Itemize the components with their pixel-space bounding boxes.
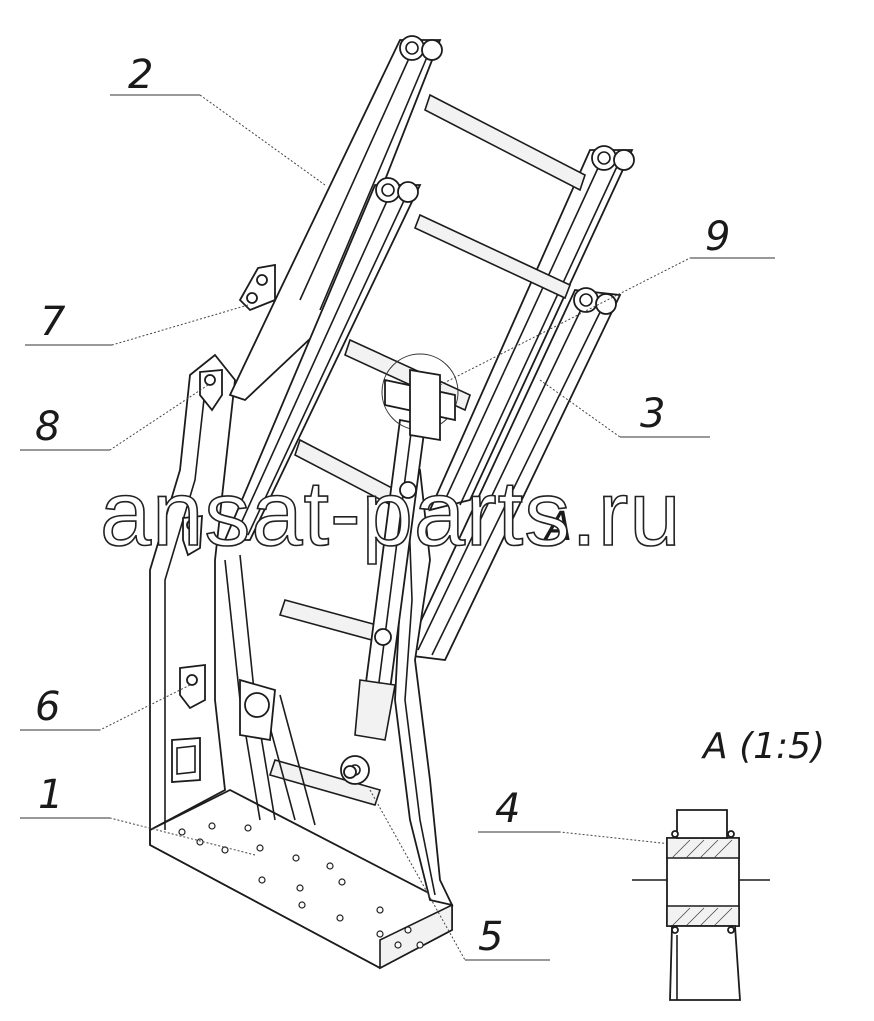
callout-8: 8 — [35, 404, 60, 450]
callout-9: 9 — [705, 214, 730, 260]
callout-6: 6 — [35, 684, 60, 730]
pin-bracket-6 — [179, 663, 206, 710]
callout-1: 1 — [38, 772, 63, 818]
arm-upper-right — [428, 145, 635, 512]
detail-view-a — [632, 809, 770, 1001]
detail-circle-a — [381, 353, 459, 442]
detail-marker: A — [542, 504, 572, 550]
pin-bracket-mid — [182, 514, 203, 557]
arm-lower-right — [403, 287, 622, 661]
detail-view-title: A (1:5) — [701, 726, 825, 767]
pin-bracket-8 — [199, 369, 223, 412]
arm-mid-left — [223, 177, 422, 541]
callout-7: 7 — [40, 299, 66, 345]
callout-2: 2 — [128, 52, 153, 98]
leaders — [20, 94, 775, 961]
arm-upper-left — [228, 35, 443, 402]
left-side-plate — [149, 353, 236, 832]
pin-bracket-5 — [343, 481, 417, 779]
callout-5: 5 — [478, 914, 503, 960]
callout-3: 3 — [640, 391, 665, 437]
watermark: ansat-parts.ru — [100, 463, 682, 565]
pin-bracket-7 — [238, 263, 276, 312]
callout-4: 4 — [495, 786, 520, 832]
right-side-plate — [394, 468, 454, 907]
base-box — [149, 788, 453, 970]
cross-members — [268, 93, 586, 806]
